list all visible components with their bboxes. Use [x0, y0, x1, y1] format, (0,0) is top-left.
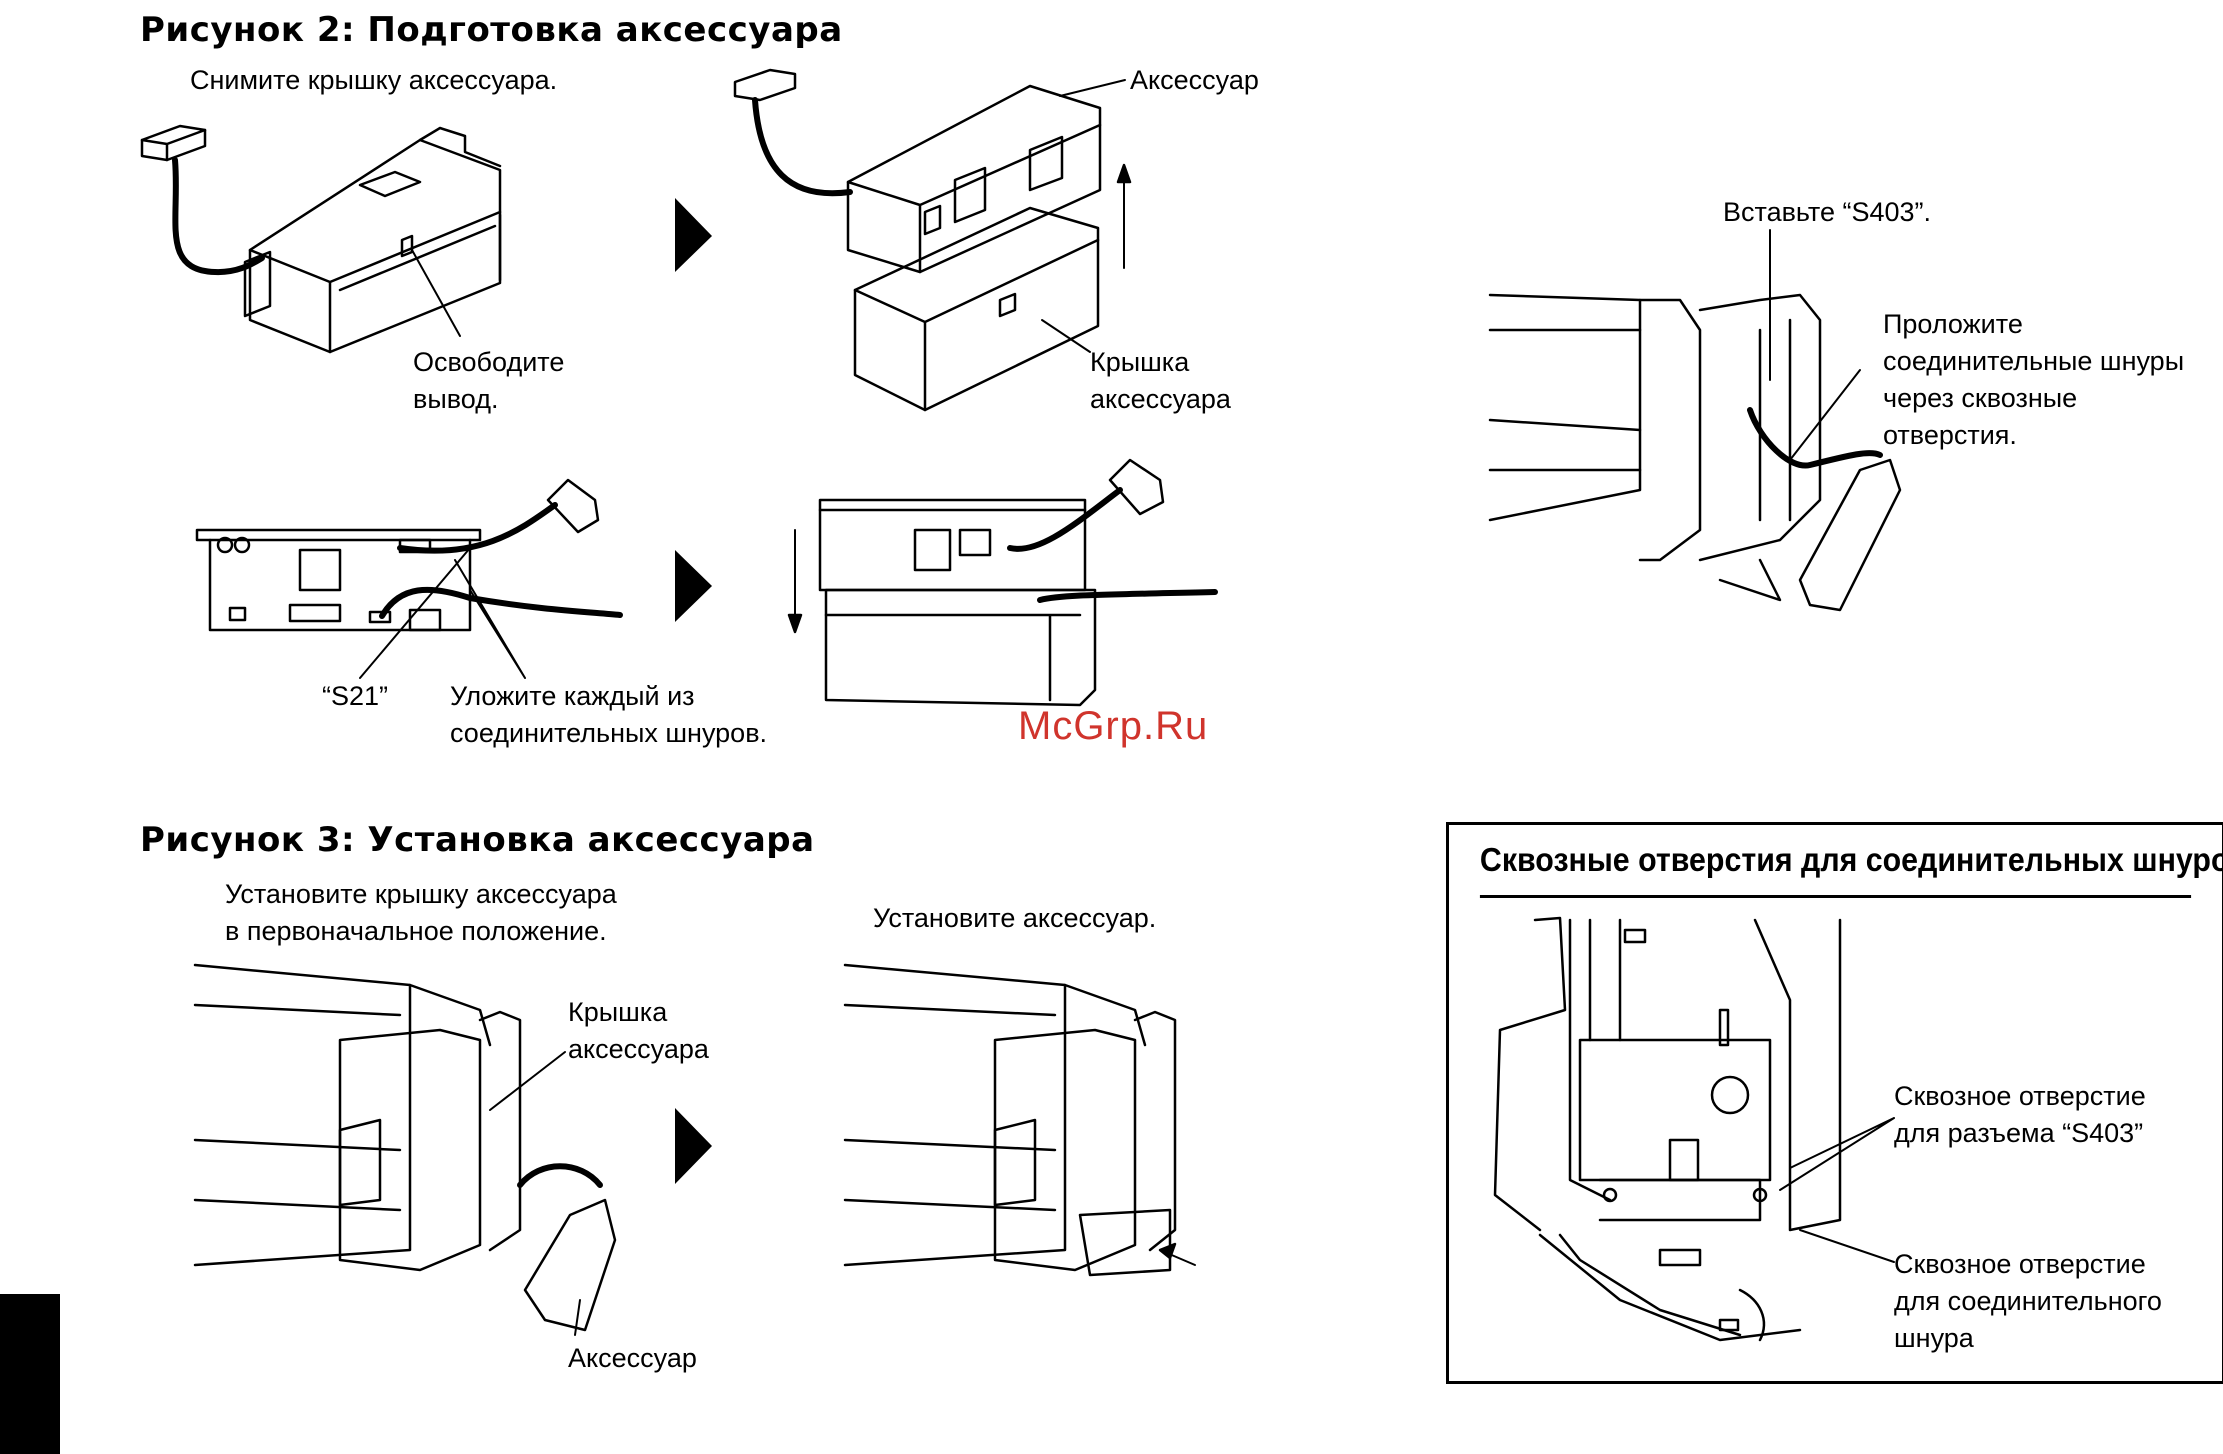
through-holes-detail: [1493, 916, 1895, 1342]
route-cords-caption: Проложите соединительные шнуры через скв…: [1883, 309, 2185, 450]
step-arrow-1: [675, 198, 712, 272]
figure-3-heading: Рисунок 3: Установка аксессуара: [140, 820, 815, 860]
through-holes-box: Сквозные отверстия для соединительных шн…: [1446, 822, 2223, 1384]
remove-cover-caption: Снимите крышку аксессуара.: [190, 65, 558, 95]
figure-2-heading: Рисунок 2: Подготовка аксессуара: [140, 10, 843, 50]
fig3-cover-view: [193, 963, 617, 1336]
reinstall-cover-caption: Установите крышку аксессуара в первонача…: [225, 879, 617, 946]
through-holes-box-title: Сквозные отверстия для соединительных шн…: [1479, 825, 2223, 898]
fig3-installed-view: [843, 963, 1196, 1277]
page-side-tab: [0, 1294, 60, 1454]
insert-s403-caption: Вставьте “S403”.: [1723, 197, 1932, 227]
step-arrow-2: [675, 550, 712, 622]
s21-connector-label: “S21”: [322, 681, 389, 711]
accessory-cover-label: Крышка аксессуара: [1090, 347, 1231, 414]
fig2-pcb-view: [195, 478, 623, 679]
fig2-accessory-closed: [140, 124, 502, 354]
fig3-accessory-label: Аксессуар: [568, 1343, 697, 1373]
step-arrow-3: [675, 1108, 712, 1184]
fig2-cords-laid: [787, 458, 1218, 707]
release-latch-caption: Освободите вывод.: [413, 347, 565, 414]
accessory-label: Аксессуар: [1130, 65, 1259, 95]
fig2-accessory-open: [733, 68, 1132, 412]
install-accessory-caption: Установите аксессуар.: [873, 903, 1157, 933]
hole-s403-label: Сквозное отверстие для разъема “S403”: [1894, 1081, 2146, 1148]
lay-cords-caption: Уложите каждый из соединительных шнуров.: [450, 681, 768, 748]
watermark: McGrp.Ru: [1018, 704, 1209, 748]
unit-insertion-view: [1488, 229, 1902, 612]
hole-cord-label: Сквозное отверстие для соединительного ш…: [1894, 1249, 2162, 1353]
fig3-accessory-cover-label: Крышка аксессуара: [568, 997, 709, 1064]
